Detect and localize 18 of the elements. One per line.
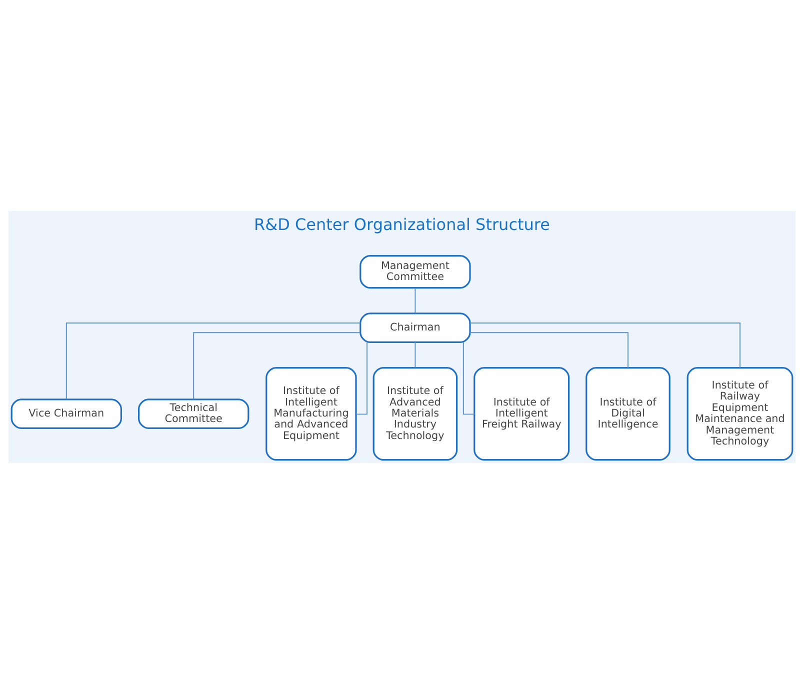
diagram-title: R&D Center Organizational Structure	[254, 214, 550, 234]
connector	[470, 322, 740, 368]
node-box: Technical Committee	[138, 398, 250, 428]
node-box: Institute of Intelligent Manufacturing and Advanced Equipment	[266, 366, 357, 460]
node-box: Institute of Intelligent Freight Railway	[474, 366, 570, 460]
connector	[193, 332, 361, 400]
node-box: Chairman	[360, 312, 471, 342]
connector	[470, 332, 628, 368]
connector	[462, 341, 475, 414]
node-box: Institute of Digital Intelligence	[586, 366, 670, 460]
connector	[66, 322, 361, 400]
connector	[414, 287, 416, 314]
connector	[414, 341, 416, 368]
connector	[356, 341, 368, 414]
node-box: Institute of Advanced Materials Industry Technology	[372, 366, 458, 460]
node-box: Institute of Railway Equipment Maintenance and Management Technology	[686, 366, 794, 460]
node-box: Management Committee	[360, 254, 471, 288]
node-box: Vice Chairman	[10, 398, 122, 428]
